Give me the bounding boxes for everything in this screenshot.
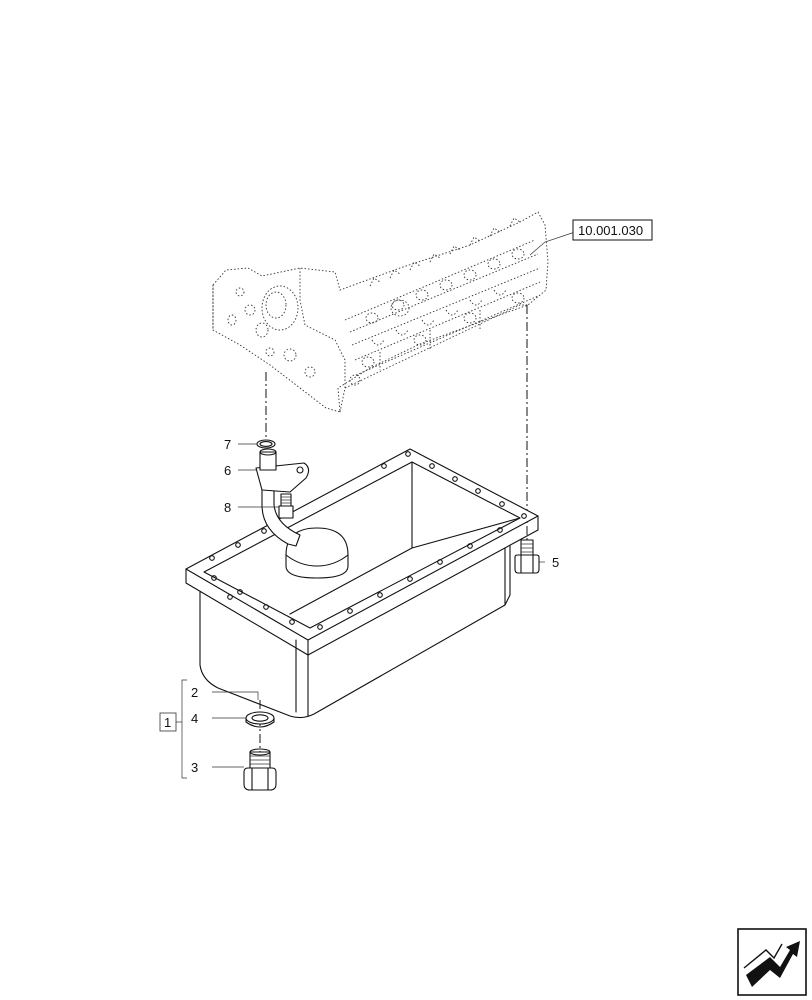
drain-plug [243, 748, 277, 791]
callout-5: 5 [552, 555, 559, 570]
reference-link[interactable]: 10.001.030 [572, 219, 653, 241]
assembly-centerlines [259, 305, 528, 760]
oil-pan [185, 448, 539, 719]
callout-7: 7 [224, 437, 231, 452]
callout-3: 3 [191, 760, 198, 775]
next-page-arrow-icon[interactable] [737, 928, 807, 996]
pipe-bolt [278, 493, 294, 519]
engine-block-phantom [212, 211, 549, 413]
reference-label[interactable]: 10.001.030 [578, 223, 643, 238]
callout-6: 6 [224, 463, 231, 478]
callout-2: 2 [191, 685, 198, 700]
reference-box[interactable] [572, 219, 653, 241]
callout-8: 8 [224, 500, 231, 515]
drain-washer [245, 711, 275, 728]
callout-1: 1 [164, 715, 171, 730]
oil-suction-pipe [255, 448, 349, 579]
o-ring [256, 439, 276, 449]
pan-bolt [514, 539, 540, 574]
callouts: 7 6 8 5 2 4 3 1 [159, 437, 559, 775]
callout-4: 4 [191, 711, 198, 726]
leader-lines [176, 231, 576, 779]
group-callout-box [159, 712, 177, 732]
pan-flange-bolt-holes [209, 451, 527, 630]
